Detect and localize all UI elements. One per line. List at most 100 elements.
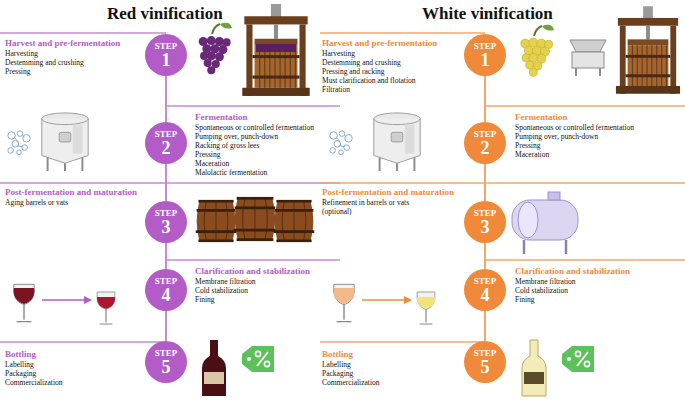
step-item: Pumping over, punch-down xyxy=(195,132,278,141)
step-word: STEP xyxy=(155,209,178,218)
step-item: Labelling xyxy=(5,360,34,369)
illustration-part xyxy=(196,200,236,242)
illustration-part xyxy=(333,284,354,321)
illustration-part xyxy=(534,26,542,36)
red-fermentation-illustration xyxy=(8,113,88,171)
illustration-part xyxy=(242,346,274,372)
step-connector xyxy=(484,76,486,122)
illustration-part xyxy=(8,131,30,155)
illustration-part xyxy=(202,340,226,396)
illustration-part xyxy=(521,38,553,76)
step-item: Pressing and racking xyxy=(322,67,385,76)
step-number: 3 xyxy=(481,218,490,236)
step-circle: STEP2 xyxy=(145,122,187,164)
white-bottle xyxy=(522,340,594,396)
step-item: Commercialization xyxy=(322,378,379,387)
illustration-part xyxy=(512,200,578,240)
step-connector xyxy=(165,311,167,341)
step-word: STEP xyxy=(155,349,178,358)
step-item: Pressing xyxy=(515,141,540,150)
illustration-part xyxy=(524,240,566,254)
step-number: 5 xyxy=(481,358,490,376)
step-item: Cold stabilization xyxy=(195,286,248,295)
step-word: STEP xyxy=(155,277,178,286)
step-word: STEP xyxy=(474,277,497,286)
step-number: 4 xyxy=(162,286,171,304)
step-connector xyxy=(165,164,167,201)
step-heading: Fermentation xyxy=(515,111,567,123)
step-heading: Harvest and pre-fermentation xyxy=(322,37,437,49)
illustration-part xyxy=(97,292,115,324)
illustration-part xyxy=(518,202,538,238)
step-heading: Bottling xyxy=(5,348,36,360)
illustration-part xyxy=(417,292,435,324)
step-item: Fining xyxy=(195,295,215,304)
step-item: Maceration xyxy=(515,150,549,159)
step-item: Packaging xyxy=(5,369,36,378)
step-number: 3 xyxy=(162,218,171,236)
step-item: Membrane filtration xyxy=(195,277,256,286)
step-heading: Clarification and stabilization xyxy=(515,265,630,277)
illustration-part xyxy=(212,24,220,34)
step-item: Maceration xyxy=(195,159,229,168)
step-number: 1 xyxy=(162,51,171,69)
barrels xyxy=(196,197,314,242)
step-item: Filtration xyxy=(322,85,350,94)
step-word: STEP xyxy=(155,130,178,139)
step-word: STEP xyxy=(474,349,497,358)
illustration-part xyxy=(616,6,680,93)
step-item: Pressing xyxy=(5,67,30,76)
step-item: Spontaneous or controlled fermentation xyxy=(195,123,314,132)
illustration-part xyxy=(13,284,34,321)
illustration-part xyxy=(576,68,600,76)
step-connector xyxy=(484,243,486,269)
step-circle: STEP4 xyxy=(145,269,187,311)
illustration-part xyxy=(14,288,35,304)
step-circle: STEP4 xyxy=(464,269,506,311)
step-item: Labelling xyxy=(322,360,351,369)
illustration-part xyxy=(220,23,232,29)
step-item: Membrane filtration xyxy=(515,277,576,286)
step-word: STEP xyxy=(474,130,497,139)
column-title: White vinification xyxy=(422,4,553,24)
illustration-part xyxy=(204,372,224,384)
illustration-part xyxy=(548,192,560,200)
step-item: Harvesting xyxy=(5,49,38,58)
step-item: Refinement in barrels or vats xyxy=(322,198,409,207)
illustration-part xyxy=(330,131,352,155)
step-item: Packaging xyxy=(322,369,353,378)
white-glasses xyxy=(333,284,435,324)
illustration-part xyxy=(404,296,412,304)
step-number: 5 xyxy=(162,358,171,376)
column-title: Red vinification xyxy=(107,4,223,24)
illustration-part xyxy=(274,200,314,242)
step-number: 1 xyxy=(481,51,490,69)
illustration-part xyxy=(570,40,606,52)
red-glasses xyxy=(13,284,115,324)
step-item: Racking of gross lees xyxy=(195,141,259,150)
illustration-part xyxy=(562,346,594,372)
step-item: Fining xyxy=(515,295,535,304)
step-item: Aging barrels or vats xyxy=(5,198,68,207)
step-item: Harvesting xyxy=(322,49,355,58)
illustration-part xyxy=(542,25,554,31)
illustration-part xyxy=(199,36,231,74)
step-item: Commercialization xyxy=(5,378,62,387)
step-heading: Post-fermentation and maturation xyxy=(322,186,454,198)
step-word: STEP xyxy=(474,209,497,218)
illustration-part xyxy=(334,288,355,304)
step-connector xyxy=(484,311,486,341)
illustration-part xyxy=(524,372,544,384)
step-circle: STEP2 xyxy=(464,122,506,164)
illustration-part xyxy=(97,297,115,309)
illustration-part xyxy=(242,4,309,96)
divider-lines xyxy=(0,33,685,342)
illustration-part xyxy=(256,44,296,52)
step-number: 2 xyxy=(481,139,490,157)
illustration-part xyxy=(572,52,604,68)
step-item: Pumping over, punch-down xyxy=(515,132,598,141)
step-item: Cold stabilization xyxy=(515,286,568,295)
red-bottle xyxy=(202,340,274,396)
step-circle: STEP5 xyxy=(464,341,506,383)
